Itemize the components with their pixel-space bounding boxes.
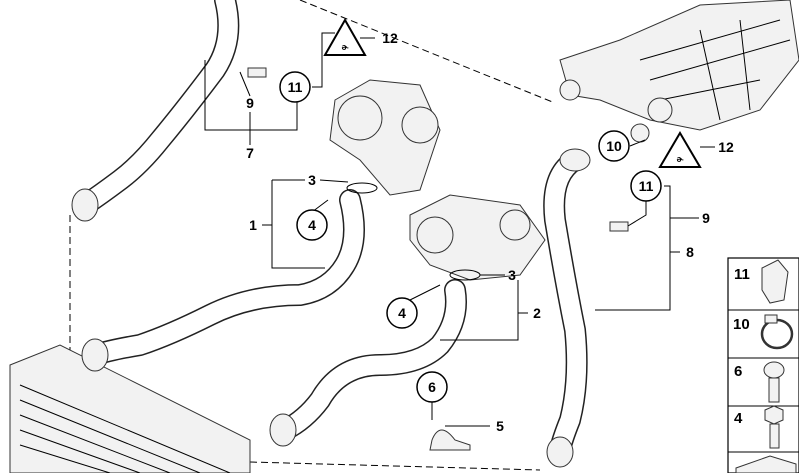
turbocharger-lower <box>409 194 546 281</box>
hose-clamp-icon <box>760 314 794 350</box>
callout-circle <box>630 170 662 202</box>
svg-text:ɚ: ɚ <box>676 154 684 164</box>
callout-11: 11 <box>288 79 303 95</box>
dashed-leader <box>299 0 556 104</box>
parts-legend: 11 10 6 4 <box>727 257 799 473</box>
sensor-9 <box>247 67 267 78</box>
svg-text:ɚ: ɚ <box>341 42 349 52</box>
callout-7: 7 <box>246 145 254 161</box>
callout-circle <box>386 297 418 329</box>
callout-circle <box>279 71 311 103</box>
callout-4: 4 <box>398 305 406 321</box>
turbocharger-upper <box>329 79 441 196</box>
callout-12: 12 <box>718 139 734 155</box>
callout-5: 5 <box>496 418 504 434</box>
intake-manifold <box>559 0 799 143</box>
charge-air-hose-7 <box>71 0 240 222</box>
callout-circle <box>416 371 448 403</box>
callout-1: 1 <box>249 217 257 233</box>
callout-9: 9 <box>702 210 710 226</box>
callout-3: 3 <box>308 172 316 188</box>
charge-air-hose-1 <box>81 189 365 372</box>
callout-9: 9 <box>246 95 254 111</box>
o-ring-3 <box>346 182 378 194</box>
charge-air-hose-8 <box>543 148 591 468</box>
dashed-leader <box>249 461 541 471</box>
callout-10: 10 <box>606 138 622 154</box>
legend-number-11: 11 <box>734 266 750 283</box>
clip-icon <box>761 259 789 304</box>
callout-8: 8 <box>686 244 694 260</box>
torx-bolt-icon <box>763 361 785 403</box>
callout-11: 11 <box>639 178 654 194</box>
sensor-9 <box>609 221 629 232</box>
holder-5 <box>429 429 471 451</box>
legend-number-4: 4 <box>734 410 743 427</box>
intercooler <box>9 344 251 473</box>
legend-number-10: 10 <box>733 316 750 333</box>
hex-bolt-icon <box>764 405 784 449</box>
charge-air-hose-2 <box>269 279 467 447</box>
warning-triangle-icon: ɚ <box>323 17 367 56</box>
callout-6: 6 <box>428 379 436 395</box>
callout-circle <box>296 209 328 241</box>
legend-number-6: 6 <box>734 363 742 380</box>
warning-triangle-icon: ɚ <box>658 131 702 168</box>
callout-12: 12 <box>382 30 398 46</box>
callout-circle <box>598 130 630 162</box>
shim-icon <box>735 455 797 473</box>
callout-4: 4 <box>308 217 316 233</box>
callout-2: 2 <box>533 305 541 321</box>
callout-3: 3 <box>508 267 516 283</box>
